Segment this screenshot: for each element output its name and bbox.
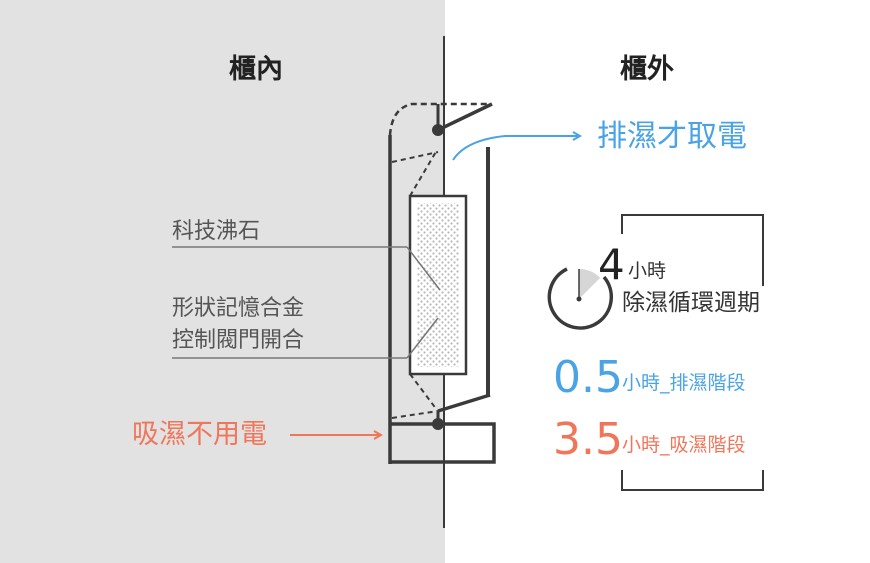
cycle-label: 除濕循環週期 bbox=[622, 290, 760, 316]
zeolite-label: 科技沸石 bbox=[172, 219, 261, 244]
exhaust-arrow bbox=[452, 136, 580, 161]
absorb-label: 吸濕不用電 bbox=[132, 419, 267, 450]
absorb-hours-number: 3.5 bbox=[553, 414, 623, 465]
valve-label-line1: 形狀記憶合金 bbox=[172, 296, 305, 321]
cycle-hours-unit: 小時 bbox=[628, 260, 667, 282]
inside-background bbox=[0, 0, 445, 563]
timer-icon bbox=[547, 267, 614, 330]
exhaust-hours-label: 小時_排濕階段 bbox=[622, 372, 746, 394]
valve-label-line2: 控制閥門開合 bbox=[172, 328, 305, 353]
bottom-hinge bbox=[432, 418, 444, 430]
exhaust-label: 排濕才取電 bbox=[597, 119, 747, 154]
inside-header: 櫃內 bbox=[229, 54, 283, 85]
valve-leader-diag bbox=[406, 317, 439, 359]
top-hinge bbox=[432, 124, 444, 136]
exhaust-hours-number: 0.5 bbox=[553, 352, 623, 403]
outside-header: 櫃外 bbox=[620, 54, 674, 85]
cycle-hours-number: 4 bbox=[598, 240, 625, 289]
absorb-hours-label: 小時_吸濕階段 bbox=[622, 434, 746, 456]
zeolite-leader-diag bbox=[406, 246, 441, 291]
cycle-bracket-bottom bbox=[621, 470, 764, 491]
cycle-bracket-top bbox=[621, 214, 764, 286]
zeolite-dots bbox=[417, 203, 459, 367]
